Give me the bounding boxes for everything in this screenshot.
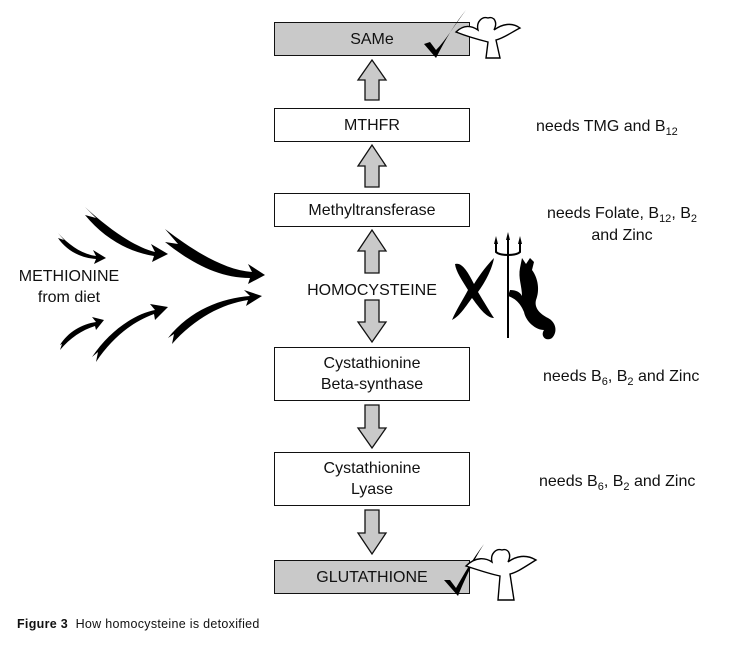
node-cbs-line1: Cystathionine [323, 355, 421, 372]
note-mt-sub2: 2 [690, 213, 697, 225]
note-mthfr-sub: 12 [665, 126, 678, 138]
source-line2: from diet [37, 289, 101, 306]
note-lyase-post: and Zinc [629, 473, 696, 490]
node-methyltransferase: Methyltransferase [274, 193, 470, 227]
note-cbs-sub1: 6 [601, 376, 608, 388]
devil-icon [494, 232, 556, 340]
curved-arrow-icon [165, 229, 265, 284]
note-cbs-mid: , B [607, 368, 628, 385]
node-lyase-line1: Cystathionine [323, 460, 421, 477]
node-glutathione: GLUTATHIONE [274, 560, 470, 594]
note-mthfr: needs TMG and B12 [536, 116, 678, 138]
caption-text: How homocysteine is detoxified [75, 617, 260, 631]
node-cbs-line2: Beta-synthase [320, 376, 424, 393]
source-methionine: METHIONINE from diet [4, 266, 134, 308]
arrow-down-to-lyase [356, 404, 388, 450]
note-lyase-mid: , B [603, 473, 624, 490]
note-mt-sub1: 12 [659, 213, 672, 225]
arrow-down-to-cbs [356, 299, 388, 344]
node-mthfr: MTHFR [274, 108, 470, 142]
note-mt-mid: , B [671, 205, 691, 222]
node-mthfr-label: MTHFR [344, 116, 400, 134]
angel-icon [464, 548, 538, 601]
node-same: SAMe [274, 22, 470, 56]
curved-arrow-icon [85, 207, 168, 262]
angel-icon [454, 16, 522, 59]
note-mthfr-text: needs TMG and B [536, 118, 666, 135]
arrow-up-to-methyltransferase [356, 228, 388, 274]
note-lyase-sub1: 6 [597, 481, 604, 493]
note-lyase: needs B6, B2 and Zinc [539, 471, 695, 493]
figure-caption: Figure 3 How homocysteine is detoxified [17, 617, 260, 631]
node-glutathione-label: GLUTATHIONE [316, 568, 428, 586]
node-same-label: SAMe [350, 30, 394, 48]
note-methyltransferase: needs Folate, B12, B2 and Zinc [532, 203, 712, 247]
node-homocysteine-label: HOMOCYSTEINE [307, 282, 437, 299]
node-lyase-line2: Lyase [350, 481, 394, 498]
source-line1: METHIONINE [18, 268, 120, 285]
node-homocysteine: HOMOCYSTEINE [274, 280, 470, 301]
note-lyase-sub2: 2 [623, 481, 630, 493]
node-methyltransferase-label: Methyltransferase [308, 201, 436, 219]
note-cbs-post: and Zinc [633, 368, 700, 385]
note-cbs-sub2: 2 [627, 376, 634, 388]
curved-arrow-icon [92, 304, 168, 362]
note-cbs: needs B6, B2 and Zinc [543, 366, 699, 388]
cross-icon [452, 258, 494, 320]
arrow-down-to-glutathione [356, 509, 388, 556]
note-mt-line2: and Zinc [591, 227, 653, 244]
curved-arrow-icon [168, 290, 262, 344]
node-cystathionine-beta-synthase: Cystathionine Beta-synthase [274, 347, 470, 401]
note-lyase-text: needs B [539, 473, 598, 490]
arrow-up-to-same [356, 58, 388, 101]
node-cystathionine-lyase: Cystathionine Lyase [274, 452, 470, 506]
note-mt-text: needs Folate, B [546, 205, 660, 222]
note-cbs-text: needs B [543, 368, 602, 385]
curved-arrow-icon [60, 317, 104, 350]
curved-arrow-icon [58, 233, 106, 264]
caption-label: Figure 3 [17, 617, 69, 631]
arrow-up-to-mthfr [356, 143, 388, 188]
